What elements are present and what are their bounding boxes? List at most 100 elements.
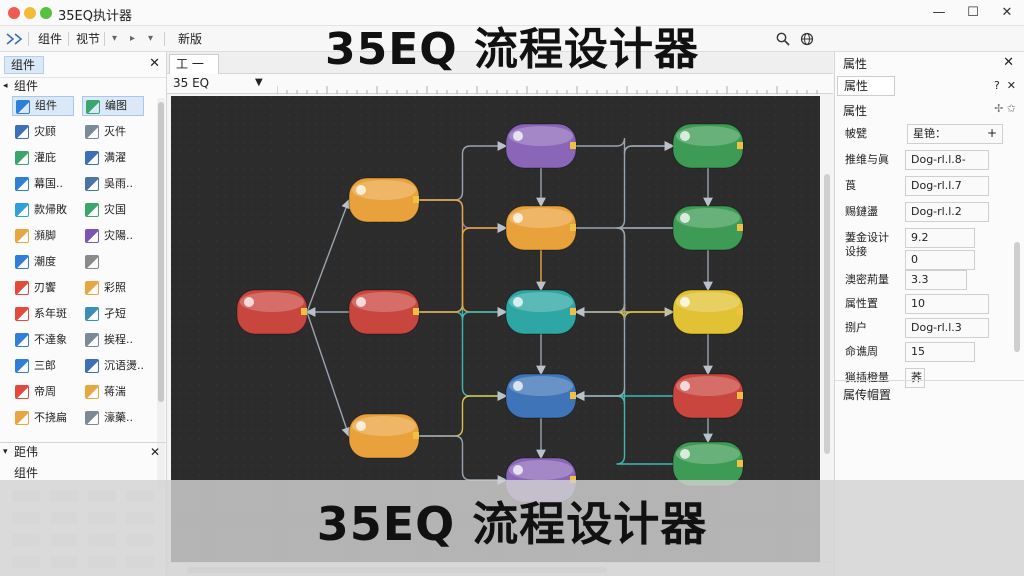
toolbar-new-button[interactable]: 新版 (178, 32, 203, 46)
component-icon (16, 100, 30, 114)
connector-n4-n8[interactable] (419, 391, 508, 437)
pin-icon[interactable]: ? ✕ (993, 79, 1016, 92)
property-value-field[interactable]: Dog-rl.l.3 (905, 318, 989, 338)
flow-node-n11[interactable] (672, 205, 744, 251)
component-item[interactable]: 孑短 (82, 304, 144, 324)
connector-n11-n8[interactable] (574, 227, 673, 401)
component-item[interactable]: 不達象 (12, 330, 74, 350)
ruler-marker-icon[interactable]: ▼ (255, 77, 263, 88)
section2-header[interactable]: ▾ 距伟 ✕ (0, 442, 166, 460)
component-item[interactable]: 三郎 (12, 356, 74, 376)
component-item[interactable]: 灭件 (82, 122, 144, 142)
pin-icon[interactable]: ✢ ✩ (994, 102, 1016, 115)
flow-node-n1[interactable] (236, 289, 308, 335)
flow-node-n4[interactable] (348, 413, 420, 459)
component-item[interactable]: 蒋湍 (82, 382, 144, 402)
property-value-field[interactable]: 0 (905, 250, 975, 270)
close-window-dot[interactable] (8, 7, 20, 19)
component-item[interactable]: 灾国 (82, 200, 144, 220)
globe-icon[interactable] (800, 32, 814, 46)
toolbar: 组件 视节 ▾ ▸ ▾ 新版 (0, 26, 1024, 52)
component-icon (15, 229, 29, 243)
flow-node-n7[interactable] (505, 289, 577, 335)
chevron-down-icon[interactable]: ▾ (148, 33, 154, 44)
maximize-window-dot[interactable] (40, 7, 52, 19)
property-value-field[interactable]: 9.2 (905, 228, 975, 248)
close-icon[interactable]: ✕ (1003, 55, 1014, 70)
chevron-down-icon[interactable]: ▾ (112, 33, 118, 44)
component-item[interactable]: 编图 (82, 96, 144, 116)
property-value-field[interactable]: 15 (905, 342, 975, 362)
flow-node-n3[interactable] (348, 177, 420, 223)
component-item[interactable]: 灌庇 (12, 148, 74, 168)
component-item[interactable]: 挨程.. (82, 330, 144, 350)
close-icon[interactable]: ✕ (149, 445, 160, 459)
component-icon (85, 307, 99, 321)
add-icon[interactable]: + (987, 126, 998, 140)
minimize-button[interactable]: — (932, 5, 946, 20)
property-label: 属性置 (845, 297, 878, 310)
component-item[interactable]: 灾顾 (12, 122, 74, 142)
connector-n1-n4[interactable] (306, 311, 351, 438)
components-header[interactable]: ◂ 组件 (0, 77, 166, 93)
component-item[interactable]: 帝周 (12, 382, 74, 402)
flow-node-n13[interactable] (672, 373, 744, 419)
component-item[interactable]: 灾陽.. (82, 226, 144, 246)
flow-node-n5[interactable] (505, 123, 577, 169)
toolbar-view-button[interactable]: 视节 (76, 32, 101, 46)
property-value-field[interactable]: Dog-rl.l.2 (905, 202, 989, 222)
property-value-field[interactable]: 荞 (905, 368, 925, 388)
component-item[interactable]: 不挠扁 (12, 408, 74, 428)
flow-node-n12[interactable] (672, 289, 744, 335)
search-icon[interactable] (776, 32, 790, 46)
flow-node-n10[interactable] (672, 123, 744, 169)
ruler-label: 35 EQ (173, 76, 210, 90)
tab-properties[interactable]: 属性 (837, 76, 895, 96)
connector-n14-n8[interactable] (574, 391, 673, 465)
property-value-field[interactable]: Dog-rl.l.7 (905, 176, 989, 196)
component-item[interactable]: 组件 (12, 96, 74, 116)
component-item[interactable]: 沉语燙.. (82, 356, 144, 376)
component-item[interactable]: 系年斑 (12, 304, 74, 324)
component-item[interactable]: 吳雨.. (82, 174, 144, 194)
close-button[interactable]: ✕ (1001, 5, 1013, 20)
property-value-field[interactable]: Dog-rl.l.8- (905, 150, 989, 170)
properties-scrollbar[interactable] (1013, 132, 1021, 432)
connector-n1-n3[interactable] (306, 198, 351, 313)
layout-icon[interactable] (6, 32, 22, 46)
flow-node-n6[interactable] (505, 205, 577, 251)
component-item[interactable]: 满濯 (82, 148, 144, 168)
component-item[interactable]: 瀕脚 (12, 226, 74, 246)
scroll-thumb[interactable] (1014, 242, 1020, 352)
minimize-window-dot[interactable] (24, 7, 36, 19)
flow-node-n2[interactable] (348, 289, 420, 335)
component-item[interactable]: 刃饗 (12, 278, 74, 298)
property-value-field[interactable]: 10 (905, 294, 989, 314)
connector-n3-n5[interactable] (419, 141, 508, 201)
component-icon (15, 151, 29, 165)
property-value-field[interactable]: 3.3 (905, 270, 967, 290)
connector-n4-n9[interactable] (419, 435, 508, 485)
component-item[interactable]: 款帰敗 (12, 200, 74, 220)
flow-node-n8[interactable] (505, 373, 577, 419)
connector-n2-n6[interactable] (419, 223, 508, 313)
toolbar-components-button[interactable]: 组件 (38, 32, 63, 46)
tab-components[interactable]: 组件 (4, 56, 44, 74)
close-icon[interactable]: ✕ (149, 56, 160, 71)
component-label: 组件 (35, 99, 57, 112)
maximize-button[interactable]: ☐ (967, 5, 979, 20)
chevron-right-icon[interactable]: ▸ (130, 33, 136, 44)
component-item[interactable]: 潮度 (12, 252, 74, 272)
property-value-field[interactable]: 星铯： (907, 124, 1003, 144)
components-scrollbar[interactable] (157, 98, 165, 488)
flow-node-n14[interactable] (672, 441, 744, 487)
scroll-thumb[interactable] (824, 174, 830, 454)
component-item[interactable] (82, 252, 144, 272)
scroll-thumb[interactable] (158, 102, 164, 402)
component-item[interactable]: 濠藥.. (82, 408, 144, 428)
component-item[interactable]: 彩照 (82, 278, 144, 298)
component-item[interactable]: 幕国.. (12, 174, 74, 194)
component-label: 不挠扁 (34, 411, 67, 424)
canvas-vertical-scrollbar[interactable] (821, 94, 833, 564)
connector-n2-n8[interactable] (419, 311, 508, 401)
